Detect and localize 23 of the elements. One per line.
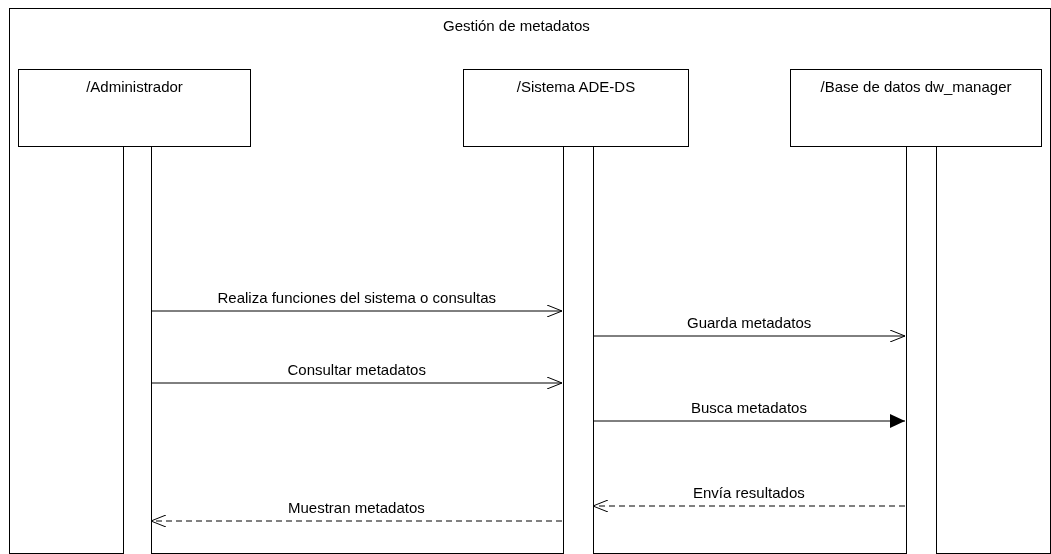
message-arrow xyxy=(150,376,563,390)
lifeline-name: /Base de datos dw_manager xyxy=(819,78,1013,95)
activation-bar xyxy=(123,146,152,554)
activation-bar xyxy=(906,146,937,554)
message-label: Envía resultados xyxy=(691,484,807,501)
lifeline-box xyxy=(463,69,689,147)
message-arrow xyxy=(592,329,906,343)
frame-box xyxy=(9,8,1051,554)
lifeline-name: /Administrador xyxy=(85,78,184,95)
lifeline-box xyxy=(18,69,251,147)
message-label: Guarda metadatos xyxy=(685,314,814,331)
message-arrow xyxy=(592,414,906,428)
lifeline-box xyxy=(790,69,1042,147)
message-label: Muestran metadatos xyxy=(286,499,427,516)
message-arrow xyxy=(150,304,563,318)
message-label: Busca metadatos xyxy=(689,399,809,416)
return-message-arrow xyxy=(592,499,906,513)
return-message-arrow xyxy=(150,514,563,528)
frame-label: Gestión de metadatos xyxy=(443,17,590,34)
message-label: Consultar metadatos xyxy=(285,361,428,378)
activation-bar xyxy=(563,146,594,554)
message-label: Realiza funciones del sistema o consultas xyxy=(215,289,498,306)
lifeline-name: /Sistema ADE-DS xyxy=(515,78,637,95)
